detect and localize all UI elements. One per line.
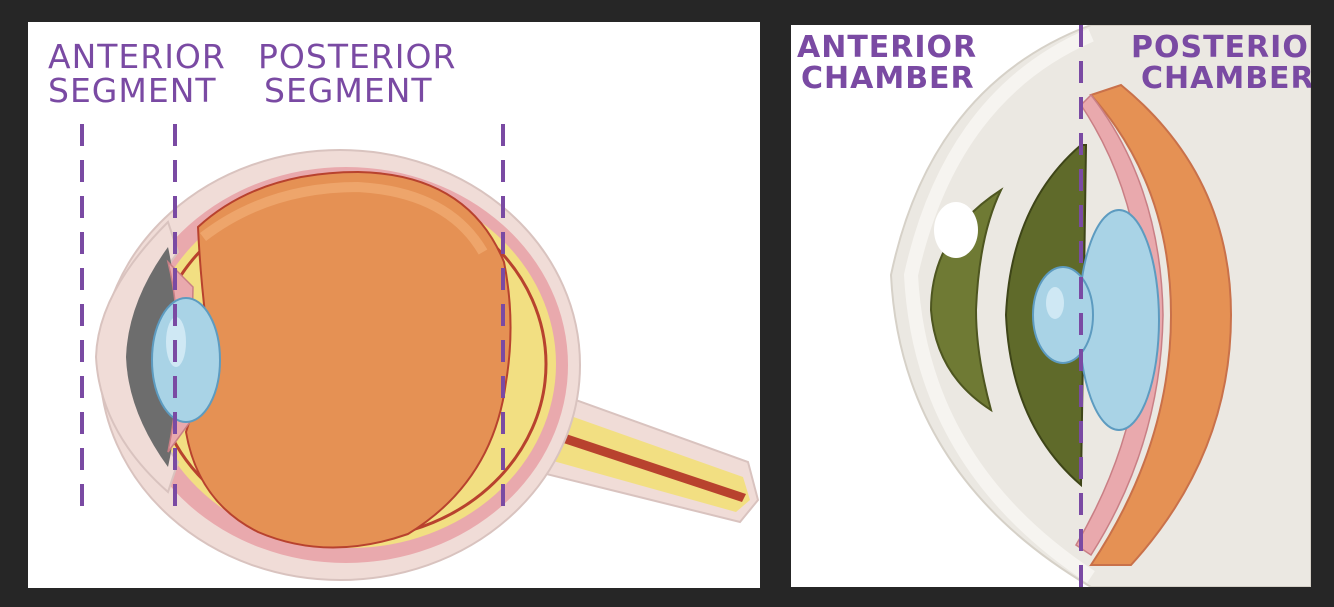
anterior-segment-label: ANTERIOR SEGMENT [48, 40, 226, 107]
posterior-segment-line1: POSTERIOR [258, 40, 456, 74]
posterior-chamber-label: POSTERIOR CHAMBER [1131, 33, 1311, 94]
lens [152, 298, 220, 422]
posterior-segment-label: POSTERIOR SEGMENT [258, 40, 456, 107]
pupil-lens [1033, 267, 1093, 363]
anterior-chamber-line2: CHAMBER [797, 64, 977, 95]
anterior-chamber-line1: ANTERIOR [797, 33, 977, 64]
posterior-chamber-line2: CHAMBER [1131, 64, 1311, 95]
anterior-segment-line2: SEGMENT [48, 74, 226, 108]
eye-segments-panel: ANTERIOR SEGMENT POSTERIOR SEGMENT [28, 22, 760, 588]
anterior-chamber-label: ANTERIOR CHAMBER [797, 33, 977, 94]
anterior-segment-line1: ANTERIOR [48, 40, 226, 74]
posterior-segment-line2: SEGMENT [258, 74, 456, 108]
eye-chambers-illustration [791, 25, 1311, 587]
eye-chambers-panel: ANTERIOR CHAMBER POSTERIOR CHAMBER [791, 25, 1311, 587]
posterior-chamber-line1: POSTERIOR [1131, 33, 1311, 64]
